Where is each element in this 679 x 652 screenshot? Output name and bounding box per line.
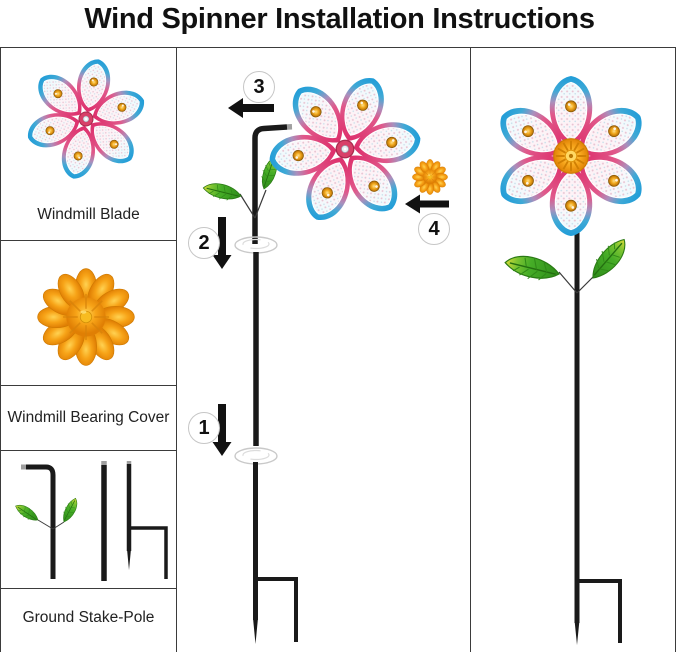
ground-stake-pole-icon bbox=[13, 461, 168, 581]
step-number: 2 bbox=[198, 231, 210, 254]
twist-connect-indicator bbox=[234, 236, 278, 254]
twist-connect-indicator bbox=[234, 447, 278, 465]
step-badge-1: 1 bbox=[188, 412, 220, 444]
stake-support-bar bbox=[257, 577, 298, 642]
part-cell-ground-stake-label: Ground Stake-Pole bbox=[1, 589, 176, 651]
stake-support-bar bbox=[579, 579, 622, 643]
step-badge-2: 2 bbox=[188, 227, 220, 259]
bearing-cover-icon bbox=[36, 267, 136, 367]
leaf-icon bbox=[502, 246, 562, 290]
step2-down-arrow-icon bbox=[212, 217, 232, 269]
step4-left-arrow-icon bbox=[405, 194, 449, 214]
step-number: 4 bbox=[428, 217, 440, 240]
part-cell-bearing-cover-label: Windmill Bearing Cover bbox=[1, 386, 176, 451]
step1-down-arrow-icon bbox=[212, 404, 232, 456]
bearing-cover-mounted-icon bbox=[552, 137, 590, 175]
bearing-cover-small-icon bbox=[411, 159, 449, 195]
part-cell-windmill-blade: Windmill Blade bbox=[1, 48, 176, 241]
stake-point bbox=[253, 618, 258, 644]
part-cell-ground-stake bbox=[1, 451, 176, 589]
leaf-icon bbox=[582, 234, 635, 283]
assembly-diagram-panel bbox=[177, 47, 471, 652]
assembled-wind-spinner-illustration bbox=[471, 48, 674, 645]
ground-stake-label: Ground Stake-Pole bbox=[22, 609, 155, 626]
leaf-icon bbox=[201, 177, 244, 208]
step-number: 1 bbox=[198, 416, 210, 439]
assembly-diagram-illustration bbox=[201, 48, 449, 644]
page-title: Wind Spinner Installation Instructions bbox=[84, 3, 595, 35]
step3-left-arrow-icon bbox=[228, 98, 274, 118]
hook-pole bbox=[252, 124, 288, 244]
assembled-spinner-panel bbox=[471, 47, 676, 652]
windmill-blade-large-icon bbox=[246, 50, 444, 248]
stake-point bbox=[574, 620, 580, 645]
step-number: 3 bbox=[253, 75, 265, 98]
windmill-blade-label: Windmill Blade bbox=[37, 206, 140, 223]
step-badge-3: 3 bbox=[243, 71, 275, 103]
part-cell-bearing-cover bbox=[1, 241, 176, 386]
bearing-cover-label: Windmill Bearing Cover bbox=[7, 409, 170, 426]
parts-list-panel: Windmill Blade Windmill Bearing Cover bbox=[0, 47, 177, 652]
step-badge-4: 4 bbox=[418, 213, 450, 245]
